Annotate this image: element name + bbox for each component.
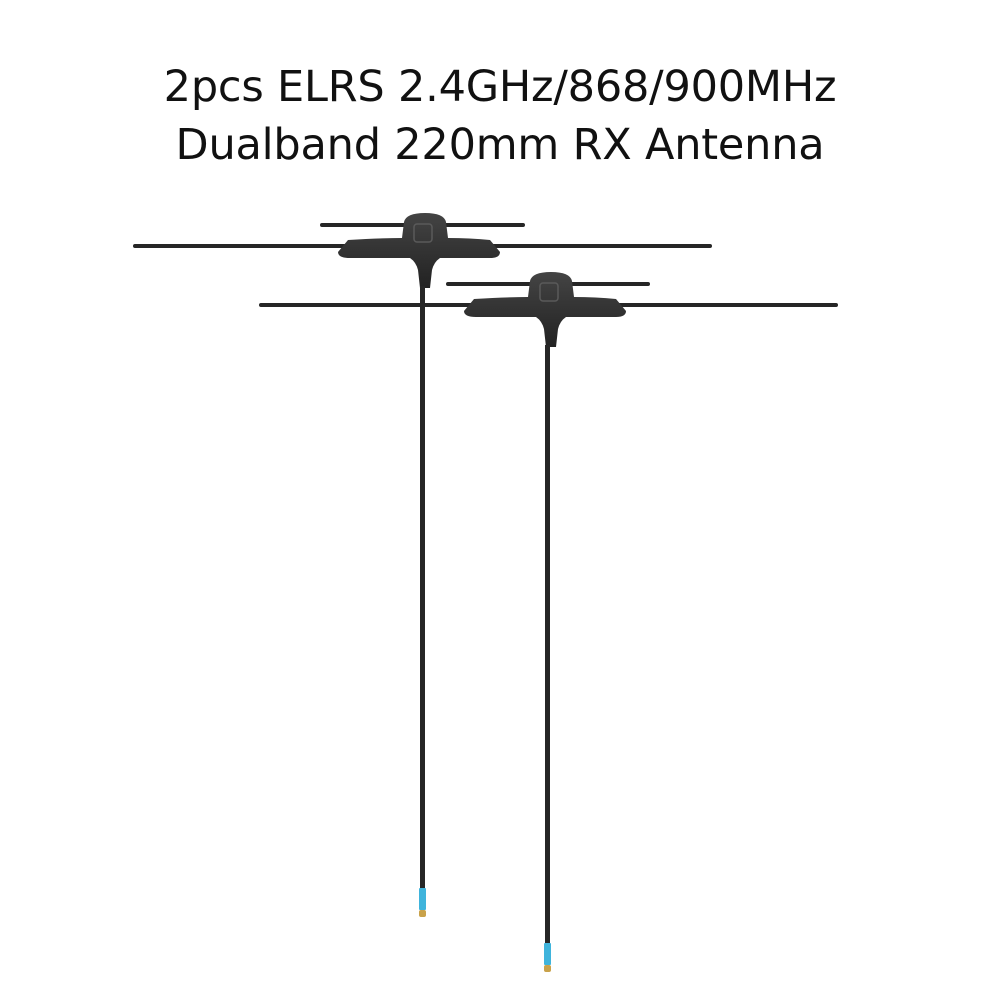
title-line-1: 2pcs ELRS 2.4GHz/868/900MHz xyxy=(163,62,837,112)
title-line-2: Dualband 220mm RX Antenna xyxy=(175,120,825,170)
antenna-2-connector-sleeve xyxy=(544,943,551,965)
antenna-1-connector-sleeve xyxy=(419,888,426,910)
antenna-2-body xyxy=(464,272,626,347)
antenna-2-connector-tip xyxy=(544,965,551,972)
page-title: 2pcs ELRS 2.4GHz/868/900MHz Dualband 220… xyxy=(0,58,1000,174)
antenna-1-connector-tip xyxy=(419,910,426,917)
antenna-1-logo xyxy=(413,223,433,243)
antenna-1 xyxy=(133,213,712,917)
antenna-2-cable xyxy=(545,345,550,943)
antenna-2 xyxy=(259,272,838,972)
antenna-1-body xyxy=(338,213,500,288)
antenna-2-logo xyxy=(539,282,559,302)
antenna-1-cable xyxy=(420,286,425,888)
